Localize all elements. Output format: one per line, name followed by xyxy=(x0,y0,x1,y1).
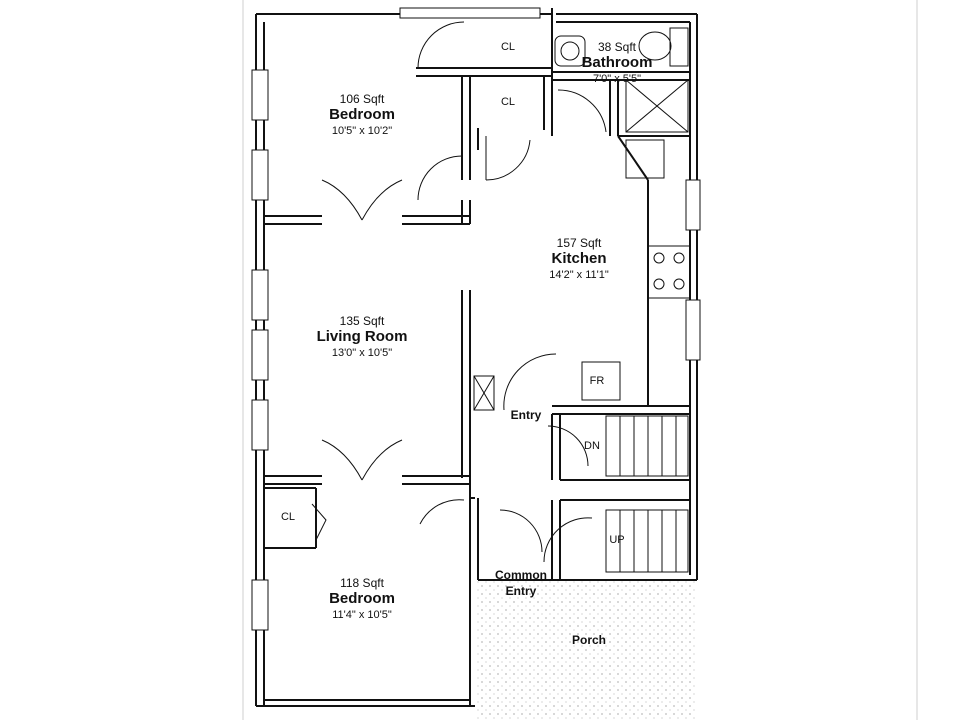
shower-stall xyxy=(625,79,689,133)
doors xyxy=(311,21,607,563)
entry-label: Entry xyxy=(510,408,542,422)
door-bedroom-top xyxy=(417,155,463,201)
door-bedroom-bottom xyxy=(419,499,465,525)
burner-4 xyxy=(673,278,685,290)
bathroom-sink-bowl xyxy=(560,41,580,61)
wall-bottom xyxy=(256,699,475,707)
porch-label: Porch xyxy=(571,633,607,647)
room-dims: 13'0" x 10'5" xyxy=(331,347,393,359)
chimney xyxy=(473,375,495,411)
door-stairs-down xyxy=(547,425,589,467)
closet-mid-label: CL xyxy=(500,96,516,108)
wall-right xyxy=(689,14,698,580)
toilet-bowl xyxy=(638,31,672,61)
room-label-kitchen: 157 Sqft Kitchen 14'2" x 11'1" xyxy=(549,236,609,282)
stairs-up xyxy=(605,509,689,573)
common-entry-label-2: Entry xyxy=(505,584,537,598)
wall-top-right xyxy=(556,13,697,23)
fixtures xyxy=(473,27,691,411)
window-bedroom-top xyxy=(251,69,269,121)
wall-closets xyxy=(416,67,553,150)
closet-top-label: CL xyxy=(500,41,516,53)
room-label-bathroom: 38 Sqft Bathroom 7'0" x 5'5" xyxy=(582,40,653,86)
door-common-entry xyxy=(499,509,543,553)
door-double-top xyxy=(321,179,403,221)
wall-closet-left xyxy=(264,487,317,549)
shower-diagonal-2 xyxy=(625,79,689,133)
fridge xyxy=(581,361,621,401)
common-entry-label-1: Common xyxy=(495,568,547,582)
stairs-up-label: UP xyxy=(609,534,625,546)
stove xyxy=(647,245,691,299)
wall-bedroom-living xyxy=(264,215,470,225)
room-label-bedroom-top: 106 Sqft Bedroom 10'5" x 10'2" xyxy=(329,92,395,138)
windows xyxy=(251,7,701,631)
room-dims: 11'4" x 10'5" xyxy=(332,609,392,621)
wall-living-right xyxy=(461,290,471,478)
window-kitchen-2 xyxy=(685,299,701,361)
room-name: Living Room xyxy=(316,328,408,345)
window-kitchen-1 xyxy=(685,179,701,231)
room-name: Kitchen xyxy=(551,250,607,267)
window-living-2 xyxy=(251,329,269,381)
room-name: Bedroom xyxy=(329,106,395,123)
burner-2 xyxy=(673,252,685,264)
door-double-bottom xyxy=(321,439,403,481)
window-top xyxy=(399,7,541,19)
room-sqft: 135 Sqft xyxy=(339,314,385,328)
wall-between-stairs xyxy=(560,479,690,501)
stairs-down xyxy=(605,415,689,477)
room-label-bedroom-bottom: 118 Sqft Bedroom 11'4" x 10'5" xyxy=(329,576,395,622)
room-dims: 14'2" x 11'1" xyxy=(549,269,609,281)
wall-kitchen-bottom xyxy=(552,405,690,415)
room-dims: 10'5" x 10'2" xyxy=(331,125,393,137)
stairs-down-label: DN xyxy=(584,440,600,452)
room-sqft: 118 Sqft xyxy=(340,576,384,590)
door-bathroom xyxy=(557,89,607,133)
window-living-3 xyxy=(251,399,269,451)
burner-1 xyxy=(653,252,665,264)
window-bedroom-bottom xyxy=(251,579,269,631)
room-name: Bedroom xyxy=(329,590,395,607)
window-living-1 xyxy=(251,269,269,321)
wall-bedroom-kitchen xyxy=(461,76,471,224)
room-sqft: 106 Sqft xyxy=(339,92,385,106)
fridge-label: FR xyxy=(589,375,605,387)
door-closet-top xyxy=(417,21,465,69)
room-name: Bathroom xyxy=(581,54,653,71)
porch-area xyxy=(475,580,697,720)
room-sqft: 38 Sqft xyxy=(597,40,637,54)
wall-bathroom xyxy=(552,71,690,136)
door-closet-mid xyxy=(485,139,531,181)
kitchen-sink xyxy=(625,139,665,179)
wall-common-entry xyxy=(469,478,479,706)
stairs xyxy=(605,415,689,573)
burner-3 xyxy=(653,278,665,290)
kitchen-counter xyxy=(617,135,690,406)
window-bedroom-top-2 xyxy=(251,149,269,201)
bathroom-sink xyxy=(554,35,586,67)
wall-stair-left xyxy=(551,414,561,580)
room-label-living-room: 135 Sqft Living Room 13'0" x 10'5" xyxy=(317,314,408,360)
room-sqft: 157 Sqft xyxy=(556,236,602,250)
door-closet-left xyxy=(311,503,327,541)
wall-living-bedroom xyxy=(264,475,470,485)
chimney-diagonal-2 xyxy=(473,375,495,411)
room-dims: 7'0" x 5'5" xyxy=(592,73,642,85)
closet-left-label: CL xyxy=(280,511,296,523)
toilet-tank xyxy=(669,27,689,67)
door-stairs-up xyxy=(543,517,593,563)
door-entry xyxy=(503,353,557,411)
